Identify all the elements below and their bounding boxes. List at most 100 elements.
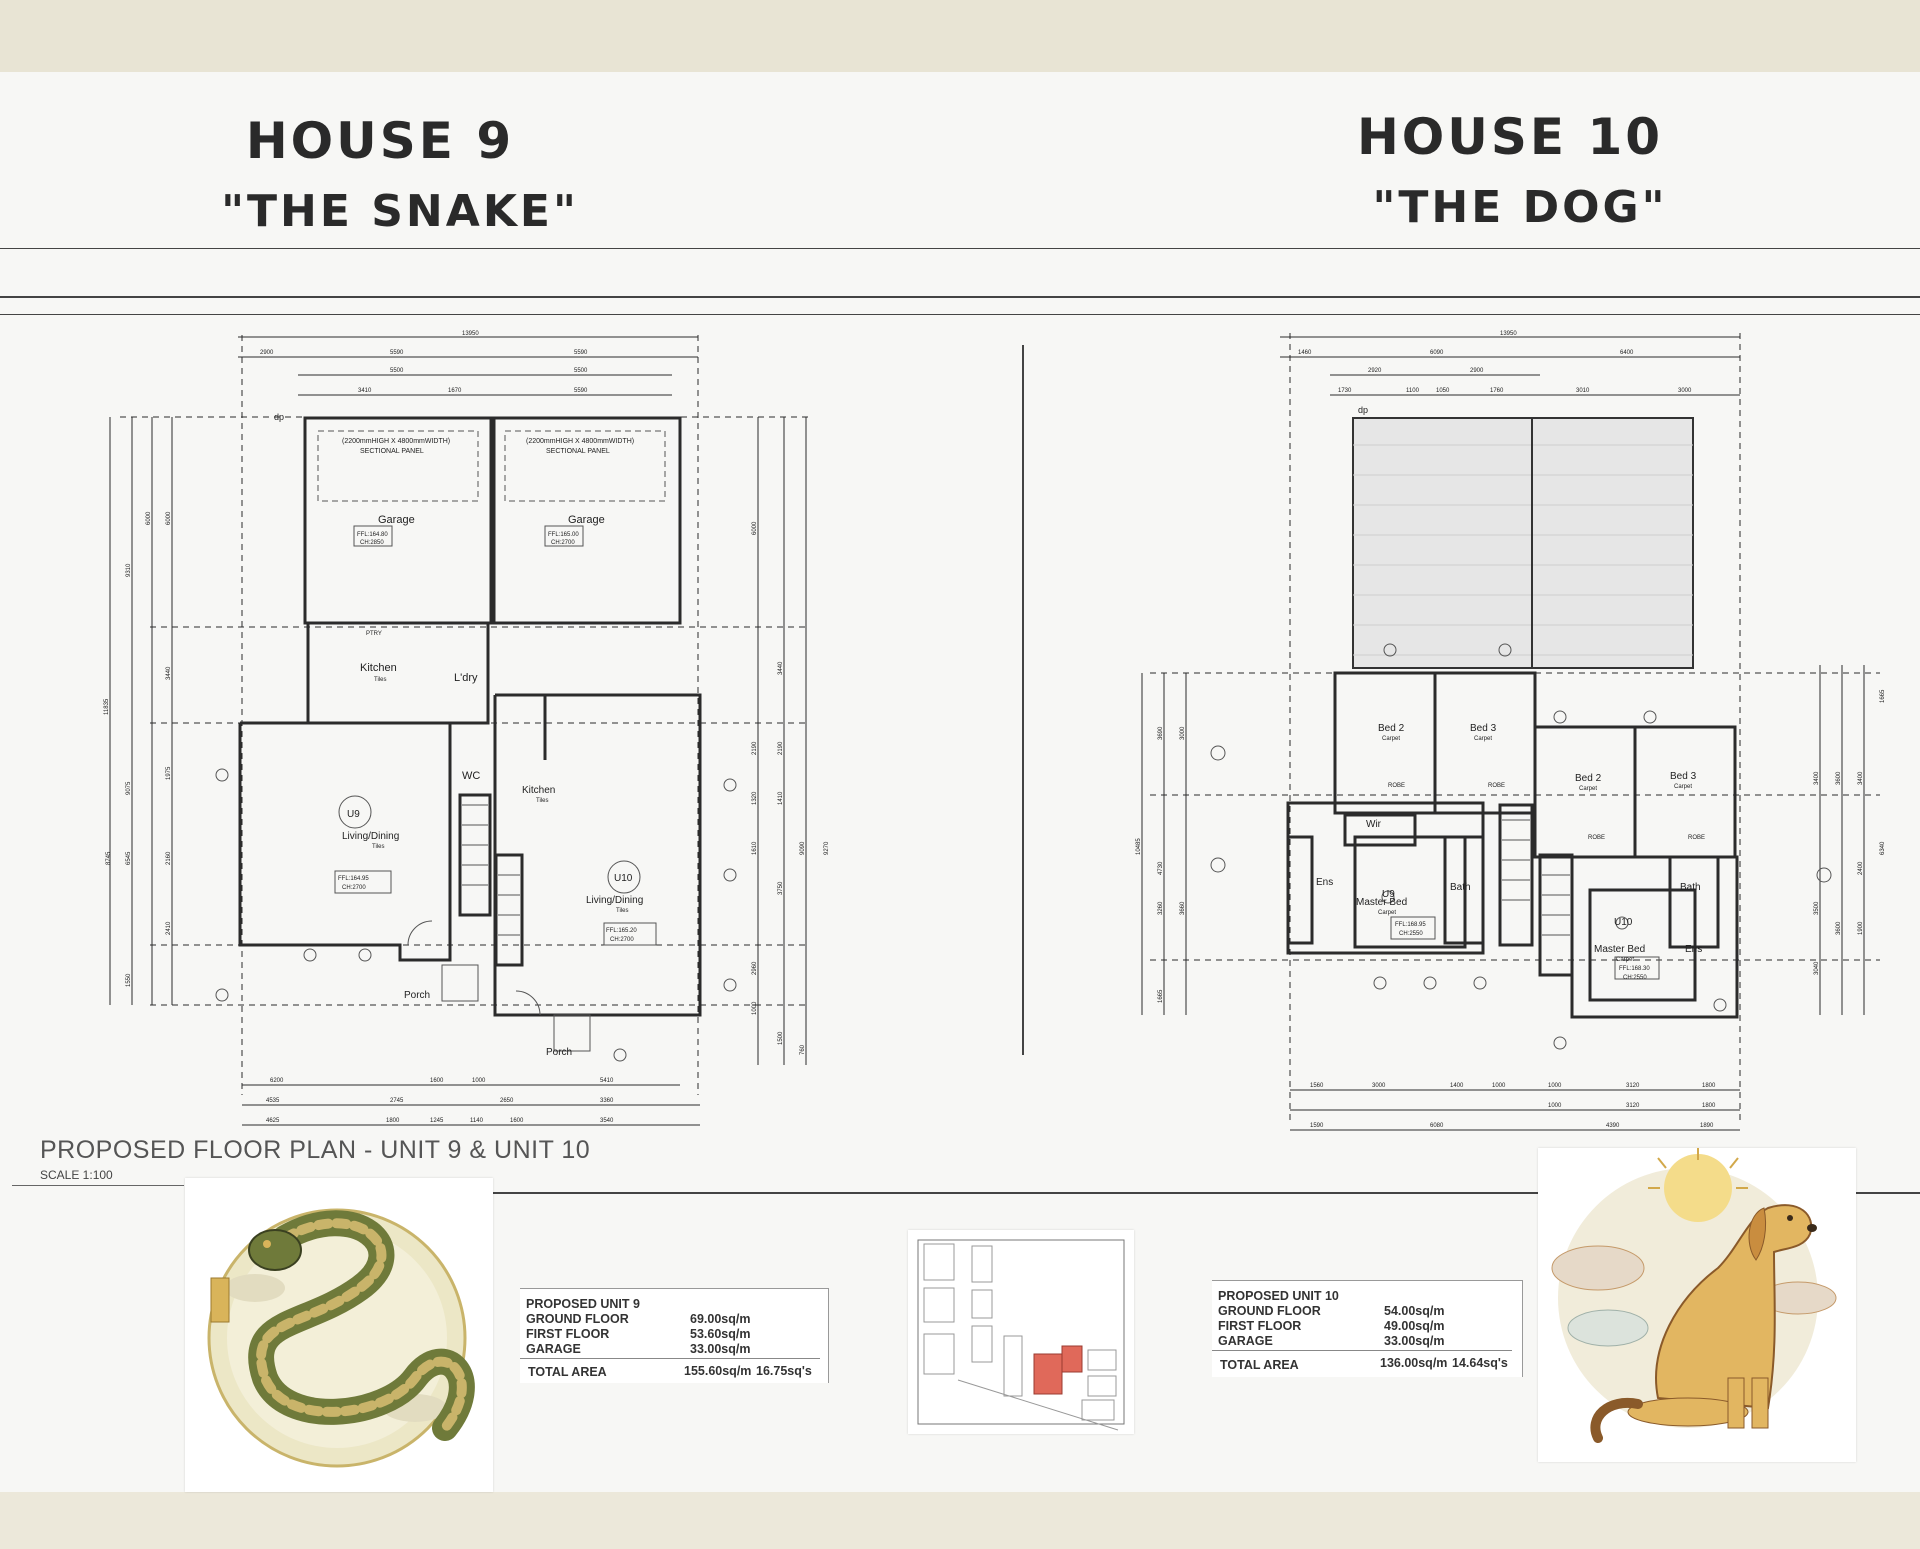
dim-bottom-upper-m: 4390 — [1606, 1123, 1620, 1129]
dim-top-upper-c: 6400 — [1620, 350, 1634, 356]
ground-floor-drawing: (2200mmHIGH X 4800mmWIDTH) SECTIONAL PAN… — [104, 331, 830, 1126]
dim-right-upper-b: 3400 — [1814, 771, 1820, 785]
dim-right-upper-a: 1665 — [1880, 689, 1886, 703]
dim-bottom-c: 1000 — [472, 1078, 486, 1084]
unit10-ground-label: GROUND FLOOR — [1218, 1304, 1321, 1318]
dim-right-d: 2190 — [778, 741, 784, 755]
bed3-u10-label: Bed 3 — [1670, 771, 1697, 782]
unit9-total-rule — [520, 1358, 820, 1359]
dim-right-upper-i: 1900 — [1858, 921, 1864, 935]
house9-subheading: "THE SNAKE" — [200, 186, 600, 237]
living-u9-tiles: Tiles — [372, 844, 384, 850]
dim-bottom-h: 3360 — [600, 1098, 614, 1104]
scale-underline — [12, 1185, 184, 1186]
dog-illustration-card — [1538, 1148, 1856, 1462]
porch-label-b: Porch — [546, 1047, 572, 1058]
site-location-map — [908, 1230, 1134, 1434]
dim-top-g: 1670 — [448, 388, 462, 394]
ch-living-u10: CH:2700 — [610, 937, 634, 943]
site-map-drawing — [917, 1239, 1125, 1431]
unit10-heading: PROPOSED UNIT 10 — [1218, 1289, 1339, 1303]
dim-left-upper-b: 3690 — [1158, 726, 1164, 740]
unit10-area-table: PROPOSED UNIT 10 GROUND FLOOR 54.00sq/m … — [1212, 1280, 1523, 1377]
unit9-total-squares: 16.75sq's — [756, 1364, 812, 1378]
dim-top-f: 3410 — [358, 388, 372, 394]
dim-right-upper-h: 2400 — [1858, 861, 1864, 875]
dim-right-upper-j: 3040 — [1814, 961, 1820, 975]
house9-heading: HOUSE 9 — [220, 112, 540, 170]
dim-left-j: 2160 — [166, 851, 172, 865]
dim-bottom-upper-j: 1800 — [1702, 1103, 1716, 1109]
master-bed-u10-label: Master Bed — [1594, 944, 1645, 955]
dim-top-upper-i: 1760 — [1490, 388, 1504, 394]
dim-left-upper-e: 3260 — [1158, 901, 1164, 915]
first-floor-drawing: Bed 2 Carpet Bed 3 Carpet Bed 2 Carpet B… — [1136, 331, 1886, 1131]
porch-label-a: Porch — [404, 990, 430, 1001]
dim-right-c: 2190 — [752, 741, 758, 755]
sectional-panel-label-b2: SECTIONAL PANEL — [546, 448, 610, 455]
house9-nickname: "THE SNAKE" — [221, 186, 579, 237]
kitchen-u9-label: Kitchen — [360, 662, 397, 674]
dim-right-a: 6000 — [752, 521, 758, 535]
dim-right-upper-g: 6340 — [1880, 841, 1886, 855]
dim-right-upper-e: 3600 — [1836, 921, 1842, 935]
wir-label: Wir — [1366, 819, 1382, 830]
dim-bottom-upper-a: 1560 — [1310, 1083, 1324, 1089]
ffl-garage-a: FFL:164.80 — [357, 532, 388, 538]
robe-label-c: ROBE — [1588, 835, 1605, 841]
dim-bottom-upper-g: 1800 — [1702, 1083, 1716, 1089]
unit10-total-rule — [1212, 1350, 1512, 1351]
unit9-heading: PROPOSED UNIT 9 — [526, 1297, 640, 1311]
dim-left-c: 6000 — [146, 511, 152, 525]
bath-u9-label: Bath — [1450, 882, 1471, 893]
dp-marker: dp — [274, 412, 284, 422]
dim-right-i: 9090 — [800, 841, 806, 855]
plan-title: PROPOSED FLOOR PLAN - UNIT 9 & UNIT 10 — [40, 1136, 591, 1164]
unit10-first-label: FIRST FLOOR — [1218, 1319, 1302, 1333]
laundry-label: L'dry — [454, 672, 478, 684]
bed2-u9-label: Bed 2 — [1378, 723, 1405, 734]
sectional-panel-label-b: (2200mmHIGH X 4800mmWIDTH) — [526, 438, 634, 445]
dim-top-upper-b: 6090 — [1430, 350, 1444, 356]
house10-nickname: "THE DOG" — [1372, 182, 1668, 233]
dim-top-h: 5590 — [574, 388, 588, 394]
garage-label-a: Garage — [378, 514, 415, 526]
master-bed-u10-carpet: Carpet — [1616, 957, 1634, 963]
dim-left-b: 11835 — [104, 698, 110, 715]
dim-right-l: 1000 — [752, 1001, 758, 1015]
dim-top-overall: 13950 — [462, 331, 479, 337]
dim-bottom-upper-n: 1890 — [1700, 1123, 1714, 1129]
dim-bottom-j: 1800 — [386, 1118, 400, 1124]
dim-right-upper-c: 3600 — [1836, 771, 1842, 785]
snake-illustration — [207, 1208, 475, 1468]
dim-bottom-upper-c: 1400 — [1450, 1083, 1464, 1089]
ground-floor-plan: (2200mmHIGH X 4800mmWIDTH) SECTIONAL PAN… — [90, 315, 850, 1135]
ch-garage-b: CH:2700 — [551, 540, 575, 546]
house10-subheading: "THE DOG" — [1360, 182, 1680, 233]
dim-top-upper-k: 3000 — [1678, 388, 1692, 394]
dim-right-e: 1320 — [752, 791, 758, 805]
unit-u9-marker-upper: U9 — [1382, 889, 1395, 900]
unit9-ground-value: 69.00sq/m — [690, 1312, 751, 1326]
dim-right-b: 3440 — [778, 661, 784, 675]
dim-right-k: 2960 — [752, 961, 758, 975]
bed2-u10-label: Bed 2 — [1575, 773, 1602, 784]
dim-left-a: 9310 — [126, 563, 132, 577]
unit10-garage-label: GARAGE — [1218, 1334, 1273, 1348]
unit9-first-label: FIRST FLOOR — [526, 1327, 610, 1341]
sectional-panel-label-a: (2200mmHIGH X 4800mmWIDTH) — [342, 438, 450, 445]
dim-left-e: 3440 — [166, 666, 172, 680]
dim-top-upper-a: 1460 — [1298, 350, 1312, 356]
living-u10-label: Living/Dining — [586, 895, 643, 906]
dim-left-upper-a: 10485 — [1136, 838, 1142, 855]
house9-title: HOUSE 9 — [245, 112, 515, 170]
bed3-u9-label: Bed 3 — [1470, 723, 1497, 734]
dim-left-upper-f: 3660 — [1180, 901, 1186, 915]
dim-left-upper-g: 1665 — [1158, 989, 1164, 1003]
footer-rule — [490, 1192, 1920, 1194]
house10-heading: HOUSE 10 — [1350, 108, 1670, 166]
dim-bottom-upper-b: 3000 — [1372, 1083, 1386, 1089]
ffl-master-u9: FFL:168.95 — [1395, 922, 1426, 928]
ffl-master-u10: FFL:168.30 — [1619, 966, 1650, 972]
dim-bottom-g: 2650 — [500, 1098, 514, 1104]
